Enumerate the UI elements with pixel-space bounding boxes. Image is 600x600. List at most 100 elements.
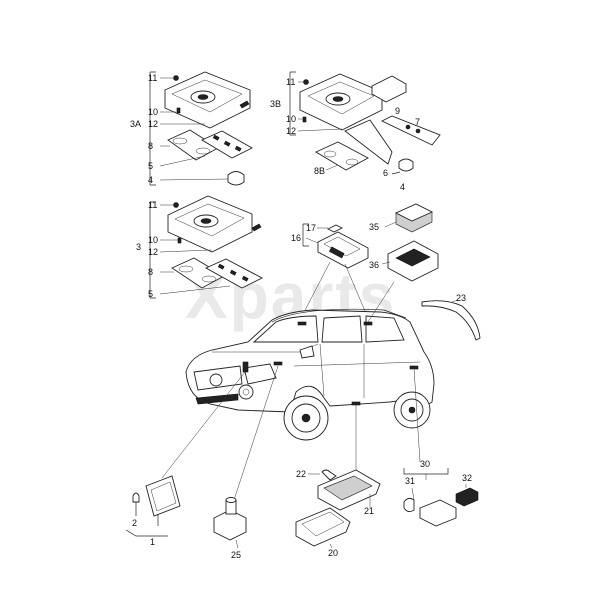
- screw-3a: [239, 100, 250, 109]
- assembly-30: 30 31 32: [403, 459, 479, 527]
- label-4a: 4: [148, 175, 153, 185]
- mirror: [299, 345, 315, 359]
- screw-11a: [173, 75, 179, 81]
- marker-roof-rear: [363, 321, 373, 326]
- door-switch-25: [213, 509, 247, 541]
- label-30: 30: [420, 459, 430, 469]
- front-side-window: [321, 315, 363, 343]
- label-20: 20: [328, 548, 338, 558]
- label-11a: 11: [148, 73, 157, 83]
- clip-10b: [302, 116, 307, 123]
- cover-8b: [315, 141, 369, 171]
- marker-door: [351, 401, 361, 406]
- bulb-17: [326, 224, 344, 233]
- switch-25: 25: [213, 497, 247, 560]
- switch-5a-2: [223, 140, 231, 147]
- bulb-2: [132, 492, 140, 503]
- sensor-9: [371, 75, 407, 103]
- lens-20: [295, 507, 351, 547]
- label-7: 7: [415, 117, 420, 127]
- label-32: 32: [462, 473, 472, 483]
- clip-10a: [176, 107, 181, 114]
- label-8a: 8: [148, 141, 153, 151]
- label-12c: 12: [148, 247, 158, 257]
- trim-strip-23: [421, 300, 481, 341]
- label-11b: 11: [286, 77, 295, 87]
- marker-front-left: [242, 361, 249, 373]
- bracket-3: [149, 201, 156, 299]
- label-25: 25: [231, 550, 241, 560]
- label-21: 21: [364, 506, 374, 516]
- switch-5a-3: [234, 145, 242, 152]
- assembly-3a: 11 10 3A 12 8 5 4: [130, 71, 253, 186]
- assembly-35-36: 35 36: [369, 203, 439, 282]
- assembly-3b: 11 3B 10 12 8B 6 4 9 7: [270, 71, 441, 192]
- trim-23: 23: [421, 293, 481, 341]
- console-top-3: [174, 203, 245, 237]
- lower-intake: [195, 393, 239, 405]
- rear-side-window: [365, 315, 405, 343]
- label-8c: 8: [148, 267, 153, 277]
- bracket-3b: [289, 71, 296, 136]
- label-6: 6: [383, 168, 388, 178]
- switch-5a-1: [212, 134, 220, 141]
- assembly-20-21-22: 22 21 20: [295, 469, 381, 558]
- label-16: 16: [291, 233, 301, 243]
- label-3: 3: [136, 242, 141, 252]
- assembly-1: 2 1: [125, 475, 181, 547]
- label-3a: 3A: [130, 119, 141, 129]
- label-5a: 5: [148, 161, 153, 171]
- assembly-16: 17 16: [291, 223, 369, 321]
- console-top-3a: [171, 79, 243, 113]
- screw-3: [251, 223, 262, 232]
- bulb-22: [321, 469, 337, 481]
- screw-11c: [173, 202, 179, 208]
- trim-strip-7: [380, 115, 441, 146]
- lamp-1: [145, 475, 181, 517]
- bulb-holder-4a: [227, 171, 245, 186]
- bulb-31: [403, 497, 415, 513]
- cover-8a-opening-2: [195, 147, 211, 155]
- label-3b: 3B: [270, 99, 281, 109]
- label-17: 17: [306, 223, 316, 233]
- fog-light: [238, 384, 254, 400]
- label-10c: 10: [148, 235, 158, 245]
- label-5c: 5: [148, 289, 153, 299]
- label-10a: 10: [148, 107, 158, 117]
- label-4b: 4: [400, 182, 405, 192]
- marker-roof-front: [297, 321, 307, 326]
- label-8b: 8B: [314, 166, 325, 176]
- label-10b: 10: [286, 114, 296, 124]
- label-35: 35: [369, 222, 379, 232]
- label-11c: 11: [148, 200, 157, 210]
- bracket-3a: [149, 71, 156, 186]
- bulb-holder-4b: [398, 158, 414, 172]
- connector-32: [455, 487, 479, 507]
- roof-rail: [271, 308, 407, 323]
- label-23: 23: [456, 293, 466, 303]
- label-9: 9: [395, 106, 400, 116]
- clip-10c: [177, 237, 182, 244]
- label-31: 31: [405, 476, 415, 486]
- label-12a: 12: [148, 119, 158, 129]
- label-2: 2: [132, 518, 137, 528]
- housing-30: [419, 499, 457, 527]
- label-22: 22: [296, 469, 306, 479]
- cover-8a-opening: [172, 137, 188, 145]
- label-12b: 12: [286, 126, 296, 136]
- label-36: 36: [369, 260, 379, 270]
- badge: [209, 373, 223, 387]
- lens-center-3: [200, 218, 212, 224]
- lens-center-3a: [197, 94, 209, 100]
- label-1: 1: [150, 537, 155, 547]
- headliner-panel: [344, 119, 393, 165]
- headlight: [243, 363, 277, 385]
- screw-11b: [303, 79, 309, 85]
- console-top-3b: [307, 81, 375, 115]
- marker-front-right: [273, 361, 283, 366]
- assembly-3: 11 10 3 12 8 5: [136, 195, 263, 299]
- lens-center-3b: [332, 96, 344, 102]
- vehicle-illustration: [161, 281, 435, 501]
